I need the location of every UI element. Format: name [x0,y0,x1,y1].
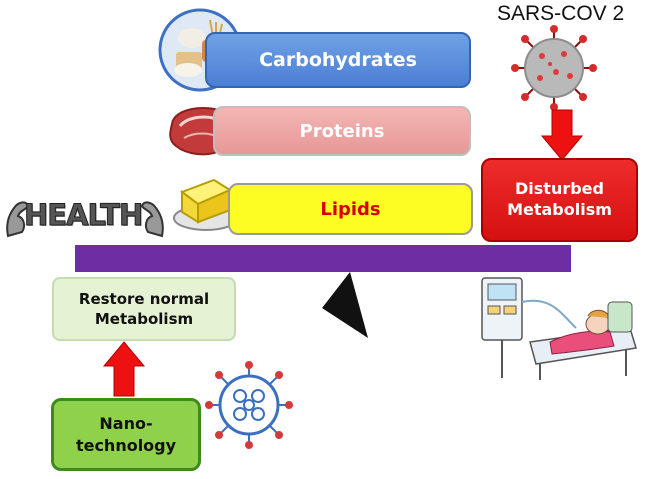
disturbed-metabolism-label: Disturbed Metabolism [507,179,612,219]
disturbed-metabolism-box: Disturbed Metabolism [481,158,638,242]
proteins-label: Proteins [299,120,385,142]
nanotechnology-box: Nano-technology [51,398,201,471]
fulcrum-triangle-icon [322,272,368,338]
carbohydrates-bar: Carbohydrates [205,32,471,88]
proteins-bar: Proteins [213,106,471,156]
coronavirus-icon [511,25,597,111]
muscle-arm-left-icon [6,201,30,238]
lipids-bar: Lipids [228,183,473,235]
muscle-arm-right-icon [140,201,164,238]
sars-cov-2-label: SARS-COV 2 [497,2,625,25]
lipids-label: Lipids [320,198,381,220]
health-logo-text: HEALTH [23,198,143,233]
carbohydrates-label: Carbohydrates [259,49,417,71]
nano-to-restore-arrow [102,341,146,397]
nanotechnology-label: Nano-technology [75,413,177,455]
restore-metabolism-label: Restore normal Metabolism [78,289,210,328]
virus-to-disturbed-arrow [540,109,584,161]
hospital-patient-icon [481,277,637,380]
restore-metabolism-box: Restore normal Metabolism [52,277,236,341]
nanoparticle-icon [205,361,293,449]
balance-beam [75,245,571,272]
